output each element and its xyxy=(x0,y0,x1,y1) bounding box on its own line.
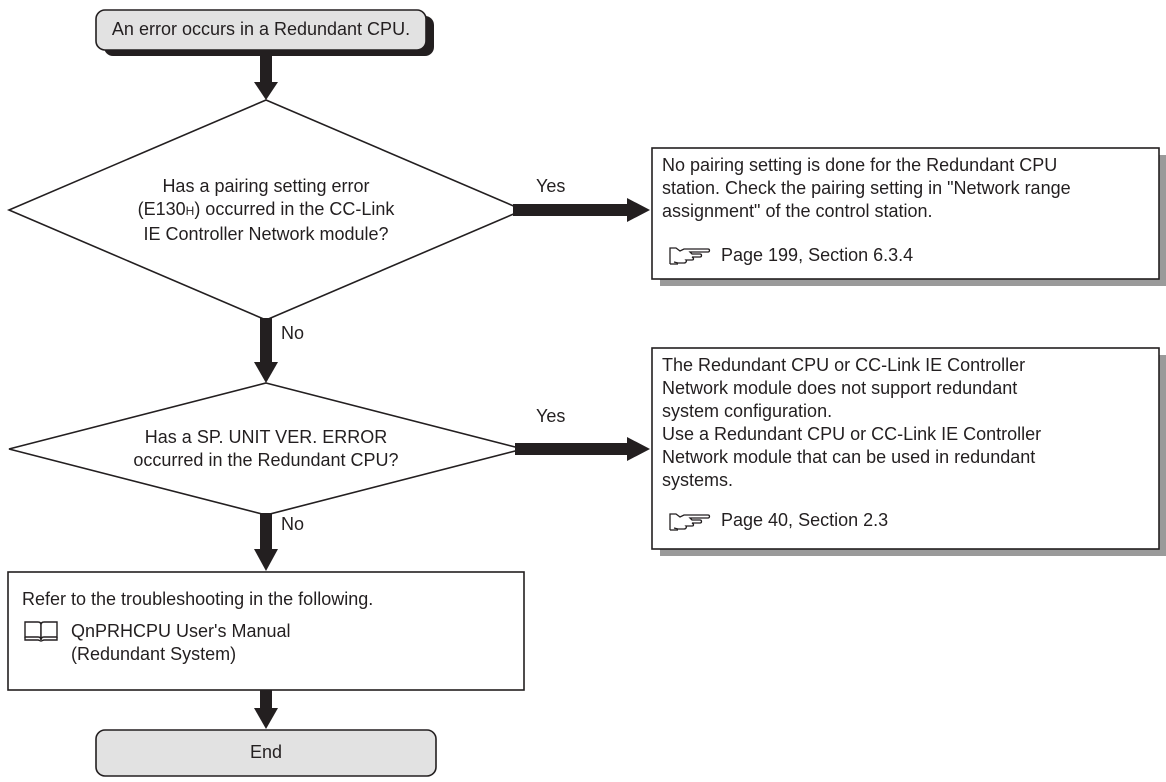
decision1-no-label: No xyxy=(281,323,305,343)
decision2-line1: Has a SP. UNIT VER. ERROR xyxy=(144,427,388,447)
manual-title: QnPRHCPU User's Manual xyxy=(71,621,291,641)
manual-book-icon xyxy=(24,621,58,642)
note1-line: assignment" of the control station. xyxy=(662,201,933,221)
arrow-decision1-no xyxy=(254,318,278,383)
note1-text: No pairing setting is done for the Redun… xyxy=(662,154,1156,223)
arrow-decision2-yes xyxy=(515,437,650,461)
process-manual-ref[interactable]: QnPRHCPU User's Manual (Redundant System… xyxy=(71,620,291,666)
arrow-process-to-end xyxy=(254,690,278,729)
decision1-question: Has a pairing setting error (E130H) occu… xyxy=(96,175,436,246)
note1-line: No pairing setting is done for the Redun… xyxy=(662,155,1058,175)
pointing-hand-icon xyxy=(669,247,711,265)
pointing-hand-icon xyxy=(669,513,711,531)
note2-line: The Redundant CPU or CC-Link IE Controll… xyxy=(662,355,1026,375)
decision2-question: Has a SP. UNIT VER. ERROR occurred in th… xyxy=(96,426,436,472)
note2-line: Use a Redundant CPU or CC-Link IE Contro… xyxy=(662,424,1042,444)
decision1-yes-label: Yes xyxy=(536,176,566,196)
decision1-line1: Has a pairing setting error xyxy=(162,176,370,196)
note2-line: Network module that can be used in redun… xyxy=(662,447,1036,467)
decision2-line2: occurred in the Redundant CPU? xyxy=(133,450,399,470)
end-text: End xyxy=(249,742,283,762)
arrow-start-to-decision1 xyxy=(254,50,278,100)
decision1-line3: IE Controller Network module? xyxy=(143,224,389,244)
process-line1: Refer to the troubleshooting in the foll… xyxy=(22,589,374,609)
note2-ref-link[interactable]: Page 40, Section 2.3 xyxy=(721,510,889,530)
process-box xyxy=(7,571,525,691)
note2-box xyxy=(651,347,1160,550)
decision2-yes-label: Yes xyxy=(536,406,566,426)
note2-line: Network module does not support redundan… xyxy=(662,378,1018,398)
manual-subtitle: (Redundant System) xyxy=(71,644,237,664)
decision2-no-label: No xyxy=(281,514,305,534)
note1-ref-link[interactable]: Page 199, Section 6.3.4 xyxy=(721,245,914,265)
note2-line: systems. xyxy=(662,470,734,490)
note2-text: The Redundant CPU or CC-Link IE Controll… xyxy=(662,354,1156,492)
start-text: An error occurs in a Redundant CPU. xyxy=(111,19,411,39)
note1-box xyxy=(651,147,1160,280)
end-terminal xyxy=(95,729,437,777)
note1-line: station. Check the pairing setting in "N… xyxy=(662,178,1071,198)
note2-line: system configuration. xyxy=(662,401,833,421)
arrow-decision1-yes xyxy=(513,198,650,222)
decision1-line2: (E130H) occurred in the CC-Link xyxy=(137,199,395,219)
arrow-decision2-no xyxy=(254,513,278,571)
